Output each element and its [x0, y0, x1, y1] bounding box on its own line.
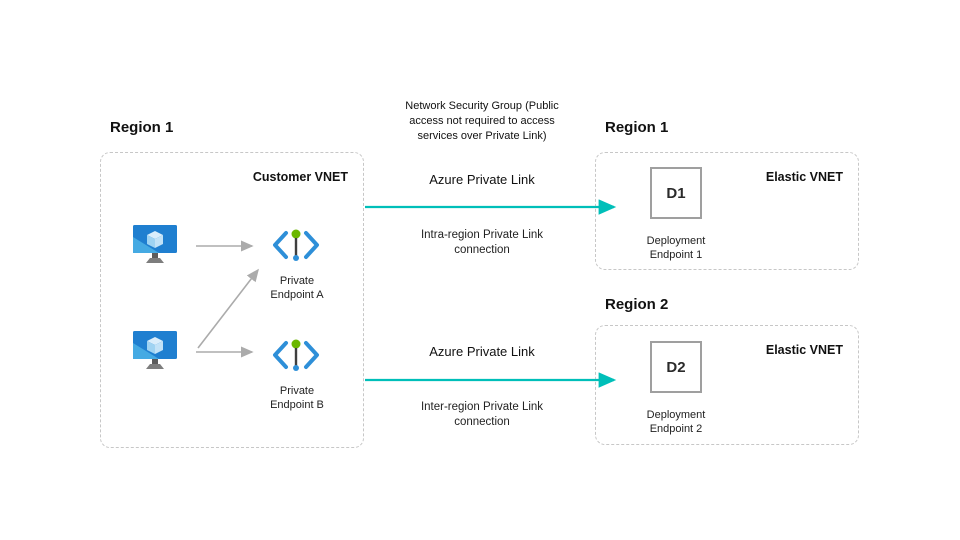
- elastic-region-2-title: Region 2: [605, 296, 669, 313]
- private-endpoint-a-icon: [272, 226, 320, 271]
- nsg-note: Network Security Group (Public access no…: [405, 100, 559, 142]
- azure-private-link-label-2: Azure Private Link: [429, 344, 535, 359]
- customer-vnet-label: Customer VNET: [252, 170, 348, 184]
- elastic-region-1-title: Region 1: [605, 119, 669, 136]
- intra-region-connection-label: Intra-region Private Link connection: [420, 229, 544, 256]
- deployment-node-d1: D1: [650, 167, 702, 219]
- inter-region-connection-label: Inter-region Private Link connection: [420, 401, 544, 428]
- deployment-node-d2: D2: [650, 341, 702, 393]
- vm-icon-1: [132, 224, 178, 271]
- deployment-endpoint-2-label: Deployment Endpoint 2: [646, 409, 706, 436]
- private-endpoint-b-icon: [272, 336, 320, 381]
- private-endpoint-b-label: Private Endpoint B: [270, 385, 324, 412]
- customer-region-title: Region 1: [110, 119, 174, 136]
- elastic-vnet-label-1: Elastic VNET: [765, 170, 843, 184]
- azure-private-link-label-1: Azure Private Link: [429, 172, 535, 187]
- elastic-vnet-box-2: [595, 325, 859, 445]
- private-endpoint-a-label: Private Endpoint A: [270, 275, 324, 302]
- vm-icon-2: [132, 330, 178, 377]
- deployment-endpoint-1-label: Deployment Endpoint 1: [646, 235, 706, 262]
- elastic-vnet-box-1: [595, 152, 859, 270]
- elastic-vnet-label-2: Elastic VNET: [765, 343, 843, 357]
